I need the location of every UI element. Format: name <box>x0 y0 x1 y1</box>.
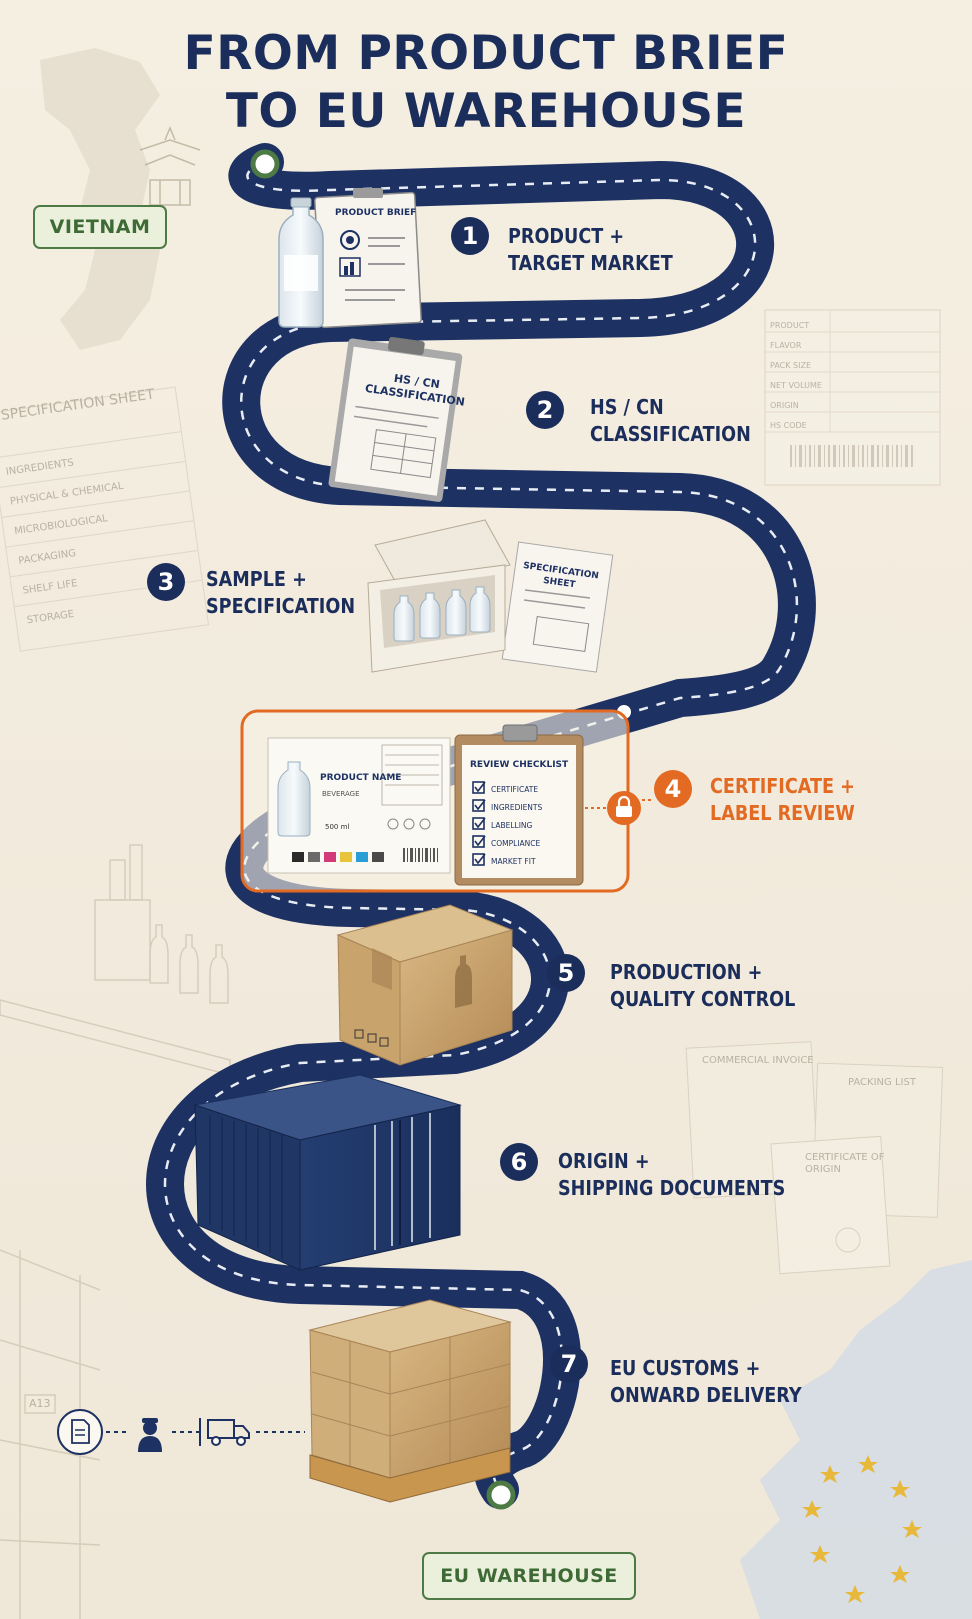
label-product-name: PRODUCT NAME <box>320 773 402 783</box>
step-7-label: EU CUSTOMS + ONWARD DELIVERY <box>610 1355 802 1409</box>
step-5-label-line-2: QUALITY CONTROL <box>610 987 796 1011</box>
start-marker <box>250 149 280 179</box>
step-4-label: CERTIFICATE + LABEL REVIEW <box>710 773 855 827</box>
bg-card-row: ORIGIN <box>770 401 799 410</box>
bg-packing-list: PACKING LIST <box>848 1077 916 1088</box>
bg-card-row: HS CODE <box>770 421 807 430</box>
review-checklist-clipboard <box>454 724 584 886</box>
step-3-label-line-1: SAMPLE + <box>206 567 307 591</box>
step-7-label-line-2: ONWARD DELIVERY <box>610 1383 802 1407</box>
step-4-badge: 4 <box>654 770 692 808</box>
warehouse-rack-sketch <box>0 1249 101 1619</box>
end-location-tag: EU WAREHOUSE <box>422 1552 636 1600</box>
step-5-label-line-1: PRODUCTION + <box>610 960 763 984</box>
bg-product-card-rows: PRODUCT FLAVOR PACK SIZE NET VOLUME ORIG… <box>770 316 822 436</box>
pallet-illustration <box>308 1299 512 1503</box>
start-location-tag: VIETNAM <box>33 205 167 249</box>
step-1-label: PRODUCT + TARGET MARKET <box>508 223 673 277</box>
bg-certificate-line-1: CERTIFICATE OF <box>805 1152 885 1163</box>
sample-box-illustration <box>367 519 614 673</box>
step-4-label-line-2: LABEL REVIEW <box>710 801 855 825</box>
checklist-item: INGREDIENTS <box>491 803 543 812</box>
step-4-label-line-1: CERTIFICATE + <box>710 774 855 798</box>
hs-clipboard-illustration <box>328 336 463 502</box>
checklist-item: MARKET FIT <box>491 857 536 866</box>
step-2-label-line-1: HS / CN <box>590 395 664 419</box>
checklist-item: CERTIFICATE <box>491 785 539 794</box>
step-2-label-line-2: CLASSIFICATION <box>590 422 751 446</box>
bg-rack-label: A13 <box>29 1397 51 1410</box>
step-1-label-line-2: TARGET MARKET <box>508 251 673 275</box>
checklist-item: LABELLING <box>491 821 533 830</box>
step-7-badge: 7 <box>550 1345 588 1383</box>
background-product-card <box>764 309 941 486</box>
bg-card-row: FLAVOR <box>770 341 802 350</box>
title-line-2: TO EU WAREHOUSE <box>225 84 747 139</box>
carton-box-illustration <box>336 904 514 1066</box>
product-label-illustration <box>267 737 451 874</box>
checklist-item: COMPLIANCE <box>491 839 541 848</box>
padlock-icon <box>607 791 641 825</box>
bg-certificate-line-2: ORIGIN <box>805 1164 841 1175</box>
step-6-badge: 6 <box>500 1143 538 1181</box>
review-checklist-title: REVIEW CHECKLIST <box>470 760 569 770</box>
product-brief-illustration <box>278 188 422 329</box>
step-6-label: ORIGIN + SHIPPING DOCUMENTS <box>558 1148 785 1202</box>
step-3-badge: 3 <box>147 563 185 601</box>
step-2-label: HS / CN CLASSIFICATION <box>590 394 751 448</box>
product-brief-title: PRODUCT BRIEF <box>335 208 417 218</box>
vietnam-map-silhouette <box>40 48 160 350</box>
step-7-label-line-1: EU CUSTOMS + <box>610 1356 761 1380</box>
review-checklist-items: CERTIFICATE INGREDIENTS LABELLING COMPLI… <box>491 781 542 871</box>
step-2-badge: 2 <box>526 391 564 429</box>
end-marker <box>486 1480 516 1510</box>
step-5-badge: 5 <box>547 954 585 992</box>
title-line-1: FROM PRODUCT BRIEF <box>183 26 789 81</box>
label-beverage: BEVERAGE <box>322 790 360 798</box>
shipping-container-illustration <box>194 1074 462 1271</box>
customs-officer-icon <box>138 1418 162 1452</box>
step-5-label: PRODUCTION + QUALITY CONTROL <box>610 959 795 1013</box>
step-1-label-line-1: PRODUCT + <box>508 224 625 248</box>
step-1-badge: 1 <box>451 217 489 255</box>
eu-stars <box>802 1455 922 1603</box>
background-shipping-documents <box>685 1041 944 1275</box>
delivery-truck-icon <box>207 1419 250 1446</box>
bg-card-row: PACK SIZE <box>770 361 811 370</box>
bg-certificate-of-origin: CERTIFICATE OF ORIGIN <box>805 1152 885 1176</box>
document-icon <box>57 1409 103 1455</box>
step-3-label: SAMPLE + SPECIFICATION <box>206 566 355 620</box>
pagoda-icon <box>139 126 201 206</box>
bg-card-row: PRODUCT <box>770 321 810 330</box>
step-6-label-line-1: ORIGIN + <box>558 1149 650 1173</box>
customs-process-icons <box>57 1409 305 1455</box>
bg-card-row: NET VOLUME <box>770 381 822 390</box>
label-volume: 500 ml <box>325 823 350 831</box>
step-3-label-line-2: SPECIFICATION <box>206 594 356 618</box>
bg-commercial-invoice: COMMERCIAL INVOICE <box>702 1055 814 1066</box>
step-6-label-line-2: SHIPPING DOCUMENTS <box>558 1176 786 1200</box>
